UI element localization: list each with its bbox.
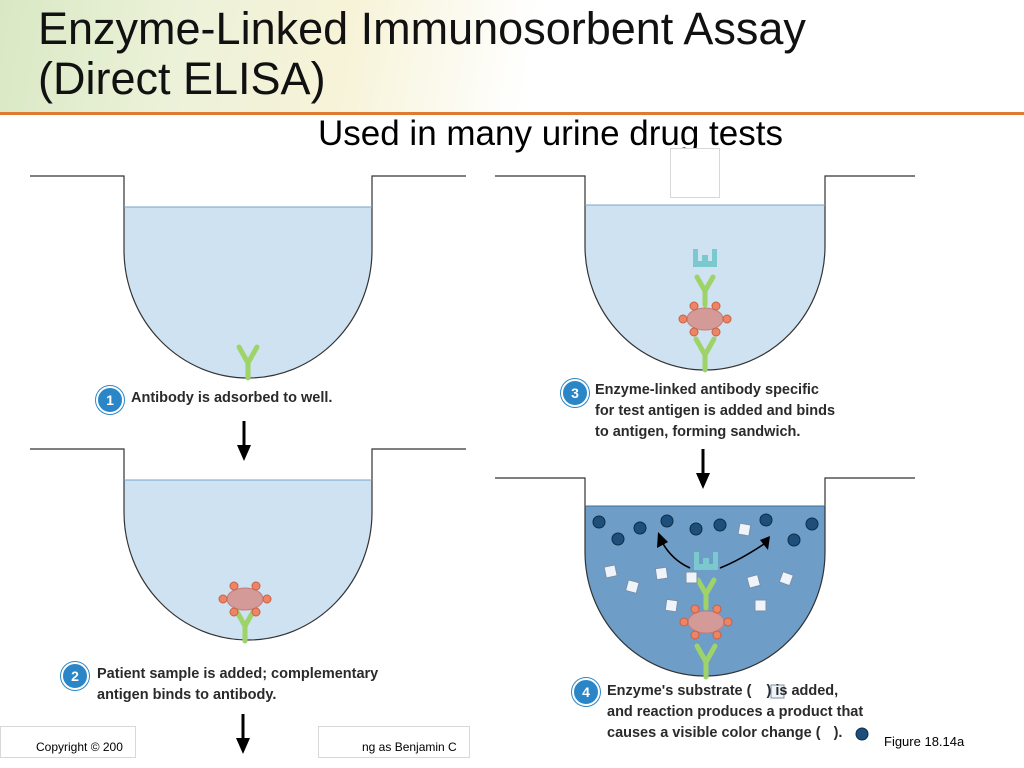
substrate-squares xyxy=(603,522,794,613)
arrow-head-icon xyxy=(657,532,668,548)
title-line-1: Enzyme-Linked Immunosorbent Assay xyxy=(38,3,806,54)
step-3-line-1: Enzyme-linked antibody specific xyxy=(595,382,819,398)
copyright-left: Copyright © 200 xyxy=(36,740,123,754)
step-2-line-1: Patient sample is added; complementary xyxy=(97,666,379,682)
step-1-line-1: Antibody is adsorbed to well. xyxy=(131,390,333,406)
step-3-line-2: for test antigen is added and binds xyxy=(595,403,836,419)
step-2-badge: 2 xyxy=(61,662,89,690)
well-4 xyxy=(495,477,915,677)
title-banner xyxy=(0,0,1024,112)
figure-label: Figure 18.14a xyxy=(884,734,965,749)
title-line-2: (Direct ELISA) xyxy=(38,53,326,104)
step-2-line-2: antigen binds to antibody. xyxy=(97,687,277,703)
step-4-line-1-post: ) is added, xyxy=(766,683,839,699)
title-rule xyxy=(0,112,1024,115)
step-1-badge: 1 xyxy=(96,386,124,414)
well-2 xyxy=(30,448,466,641)
slide-subtitle: Used in many urine drug tests xyxy=(318,114,783,153)
step-4-badge: 4 xyxy=(572,678,600,706)
arrow-down-icon xyxy=(694,447,712,491)
reaction-arrows xyxy=(661,541,765,569)
step-3-text: Enzyme-linked antibody specific for test… xyxy=(595,380,835,443)
well-3 xyxy=(495,175,915,370)
blank-footer-box xyxy=(0,726,136,758)
step-4-text: Enzyme's substrate ( ) is added, and reac… xyxy=(607,681,863,744)
step-4-line-1-pre: Enzyme's substrate ( xyxy=(607,683,752,699)
step-3-badge: 3 xyxy=(561,379,589,407)
step-4-line-3-pre: causes a visible color change ( xyxy=(607,725,821,741)
arrow-down-icon xyxy=(235,419,253,463)
arrow-down-icon xyxy=(234,712,252,756)
slide-title: Enzyme-Linked Immunosorbent Assay (Direc… xyxy=(38,4,806,104)
step-3-line-3: to antigen, forming sandwich. xyxy=(595,424,801,440)
substrate-square-icon xyxy=(770,684,785,699)
step-2-text: Patient sample is added; complementary a… xyxy=(97,664,378,706)
product-dots xyxy=(592,513,819,547)
well-1 xyxy=(30,175,466,378)
blank-footer-box xyxy=(318,726,470,758)
step-4-line-3-post: ). xyxy=(833,725,843,741)
copyright-right: ng as Benjamin C xyxy=(362,740,457,754)
step-1-text: Antibody is adsorbed to well. xyxy=(131,388,332,409)
arrow-head-icon xyxy=(760,536,770,550)
step-4-line-2: and reaction produces a product that xyxy=(607,704,864,720)
product-dot-icon xyxy=(855,727,869,741)
blank-placeholder-box xyxy=(670,148,720,198)
